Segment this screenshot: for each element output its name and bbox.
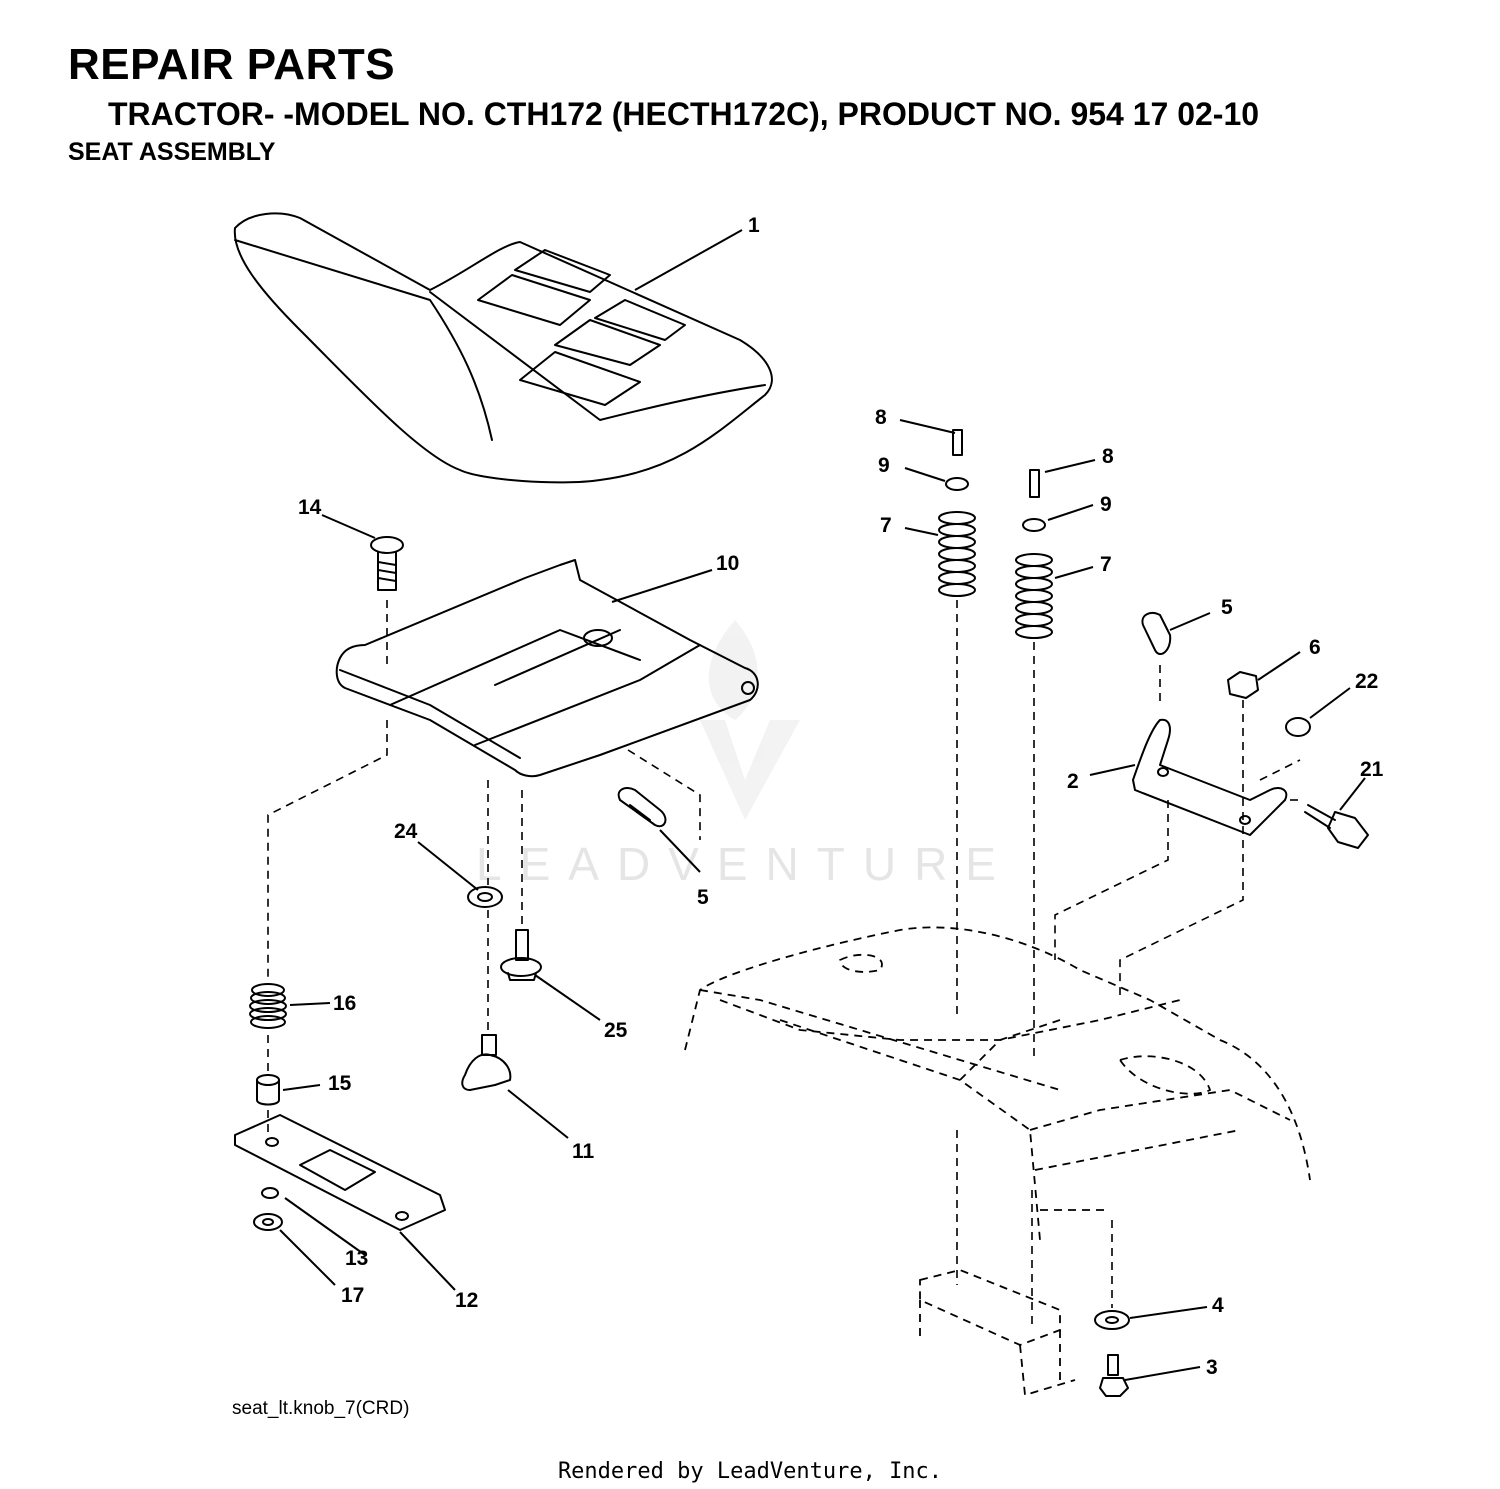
callout-labels: 1 14 10 5 24 25 16 15 11 13 17 12 8 9 7 … <box>298 214 1384 1379</box>
callout-7b: 7 <box>1100 553 1112 576</box>
spring-stack-right <box>1015 469 1053 639</box>
nut-part <box>253 1187 283 1231</box>
cap-screw-part <box>1099 1354 1129 1397</box>
spacer-part <box>256 1074 280 1106</box>
slide-bracket-part <box>234 1114 446 1231</box>
flat-washer-part <box>1094 1310 1130 1330</box>
callout-4: 4 <box>1212 1294 1224 1317</box>
lock-nut-part <box>1285 717 1311 737</box>
callout-8b: 8 <box>1102 445 1114 468</box>
drawing-code: seat_lt.knob_7(CRD) <box>232 1398 410 1419</box>
callout-7a: 7 <box>880 514 892 537</box>
tractor-frame-reference <box>684 926 1311 1397</box>
callout-21: 21 <box>1360 758 1384 781</box>
washer-part <box>467 886 503 908</box>
callout-16: 16 <box>333 992 356 1015</box>
hex-nut-part <box>1227 671 1259 699</box>
callout-13: 13 <box>345 1247 368 1270</box>
knob-part <box>461 1034 512 1091</box>
callout-2: 2 <box>1067 770 1079 793</box>
spring-stack-left <box>938 429 976 597</box>
callout-24: 24 <box>394 820 418 843</box>
callout-5a: 5 <box>697 886 709 909</box>
callout-10: 10 <box>716 552 739 575</box>
spring-part <box>249 983 287 1029</box>
callout-9b: 9 <box>1100 493 1112 516</box>
watermark-text: LEADVENTURE <box>476 838 1014 890</box>
clip-part-right <box>1141 612 1172 655</box>
callout-1: 1 <box>748 214 760 237</box>
callout-17: 17 <box>341 1284 364 1307</box>
callout-22: 22 <box>1355 670 1378 693</box>
section-title: SEAT ASSEMBLY <box>68 138 276 166</box>
callout-12: 12 <box>455 1289 478 1312</box>
callout-5b: 5 <box>1221 596 1233 619</box>
callout-15: 15 <box>328 1072 352 1095</box>
watermark-logo <box>700 620 800 820</box>
leader-lines <box>279 229 1366 1381</box>
hex-bolt-part <box>1304 804 1369 849</box>
clip-part <box>617 787 667 828</box>
callout-8a: 8 <box>875 406 887 429</box>
callout-6: 6 <box>1309 636 1321 659</box>
carriage-bolt-part <box>370 536 404 591</box>
callout-11: 11 <box>572 1140 595 1163</box>
shoulder-bolt-part <box>500 929 542 981</box>
page-title: REPAIR PARTS <box>68 40 396 89</box>
seat-part <box>233 212 773 484</box>
callout-9a: 9 <box>878 454 890 477</box>
bracket-part <box>1132 718 1288 836</box>
callout-14: 14 <box>298 496 322 519</box>
assembly-lines <box>267 600 1301 1325</box>
model-subtitle: TRACTOR- -MODEL NO. CTH172 (HECTH172C), … <box>108 96 1260 132</box>
callout-3: 3 <box>1206 1356 1218 1379</box>
callout-25: 25 <box>604 1019 628 1042</box>
seat-pan-part <box>335 559 759 778</box>
render-credit: Rendered by LeadVenture, Inc. <box>557 1459 943 1484</box>
